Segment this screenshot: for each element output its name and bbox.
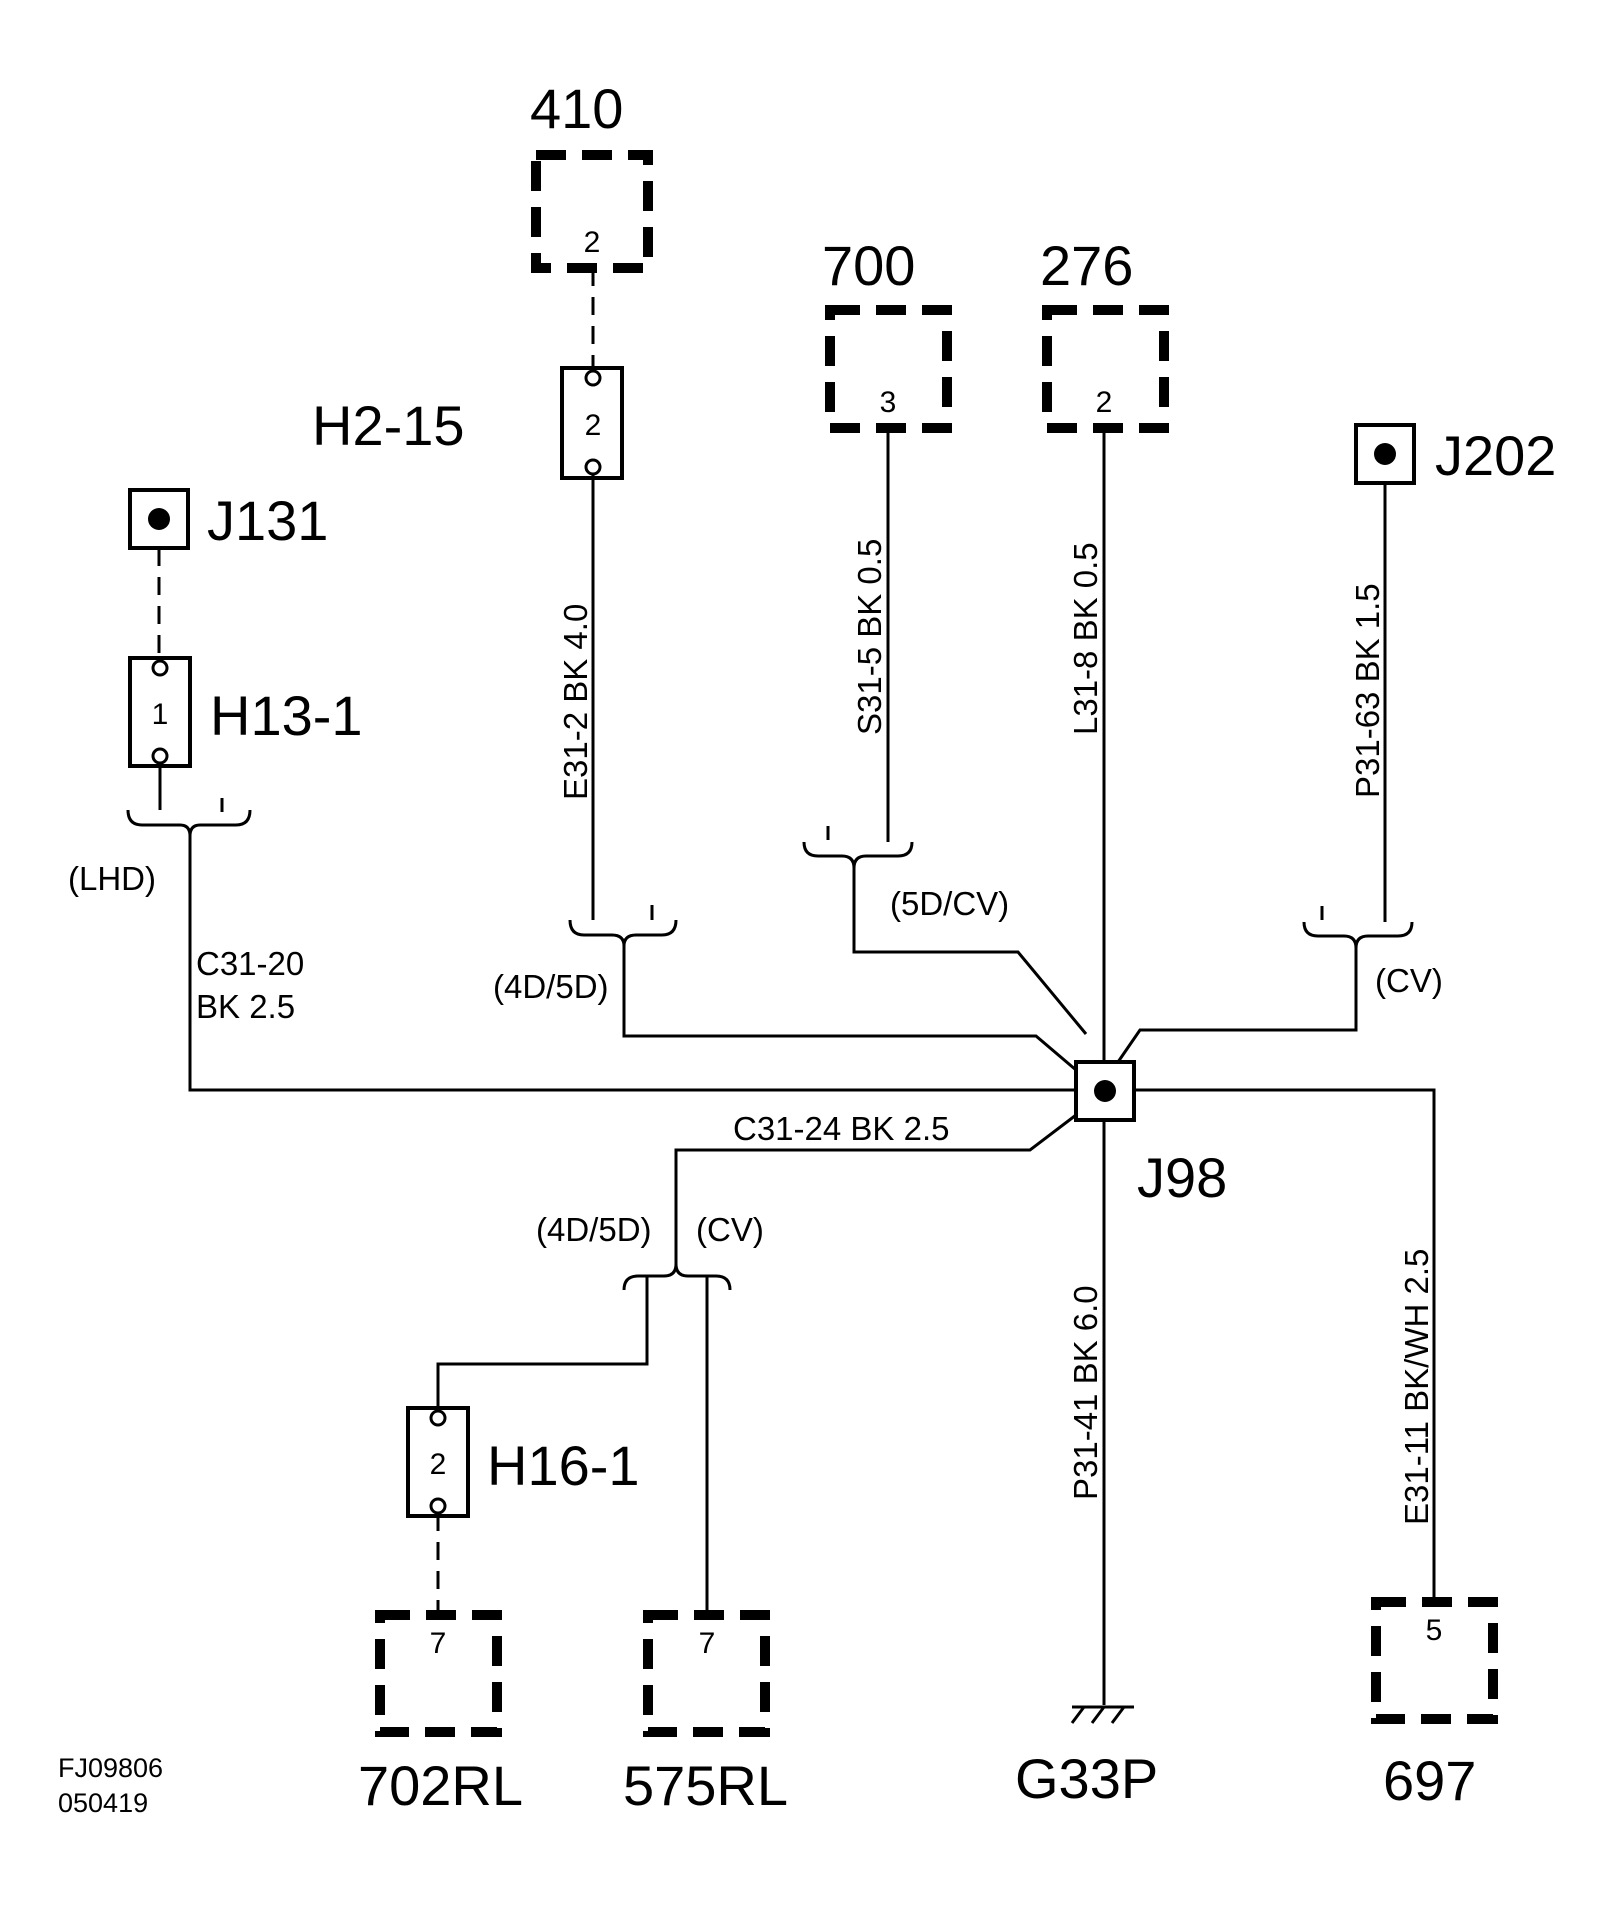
diagram-date: 050419 [58, 1788, 148, 1818]
wire-label-e31-11: E31-11 BK/WH 2.5 [1398, 1249, 1435, 1525]
component-575rl-pin: 7 [699, 1627, 716, 1660]
component-702rl: 7 702RL [358, 1610, 523, 1817]
component-276-label: 276 [1040, 234, 1133, 297]
option-brace-4d5d-top [568, 919, 678, 947]
splice-j131-label: J131 [207, 489, 328, 552]
component-410-label: 410 [530, 77, 623, 140]
option-label-lhd: (LHD) [68, 860, 156, 897]
component-697-pin: 5 [1426, 1614, 1443, 1647]
component-700-pin: 3 [880, 386, 897, 419]
connector-h13-1: 1 H13-1 [128, 656, 363, 768]
splice-j98-label: J98 [1137, 1146, 1227, 1209]
wire-label-c31-20-a: C31-20 [196, 945, 304, 982]
wire-label-e31-2: E31-2 BK 4.0 [557, 604, 594, 800]
connector-h16-1: 2 H16-1 [406, 1406, 640, 1518]
wire-label-s31-5: S31-5 BK 0.5 [851, 539, 888, 735]
option-label-4d5d-top: (4D/5D) [493, 968, 609, 1005]
option-label-4d5d-bottom: (4D/5D) [536, 1211, 652, 1248]
connector-h16-1-label: H16-1 [487, 1434, 640, 1497]
diagram-code: FJ09806 [58, 1753, 163, 1783]
component-276-pin: 2 [1096, 386, 1113, 419]
wire-label-p31-41: P31-41 BK 6.0 [1067, 1285, 1104, 1500]
connector-h13-1-pin: 1 [152, 698, 169, 731]
component-700: 700 3 [822, 234, 952, 433]
connector-h2-15-label: H2-15 [312, 394, 465, 457]
ground-g33p: G33P [1015, 1705, 1158, 1810]
component-700-label: 700 [822, 234, 915, 297]
component-575rl-label: 575RL [623, 1754, 788, 1817]
component-697-label: 697 [1383, 1749, 1476, 1812]
ground-g33p-label: G33P [1015, 1747, 1158, 1810]
wire-label-c31-20-b: BK 2.5 [196, 988, 295, 1025]
component-702rl-label: 702RL [358, 1754, 523, 1817]
component-702rl-pin: 7 [430, 1627, 447, 1660]
wire-label-c31-24: C31-24 BK 2.5 [733, 1110, 949, 1147]
component-276: 276 2 [1040, 234, 1169, 433]
connector-h16-1-pin: 2 [430, 1448, 447, 1481]
connector-h13-1-label: H13-1 [210, 684, 363, 747]
wire-label-p31-63: P31-63 BK 1.5 [1349, 583, 1386, 798]
option-label-cv-right: (CV) [1375, 962, 1443, 999]
component-697: 5 697 [1371, 1597, 1498, 1812]
option-brace-cv-right [1302, 921, 1414, 949]
wire-label-l31-8: L31-8 BK 0.5 [1067, 542, 1104, 735]
option-label-cv-bottom: (CV) [696, 1211, 764, 1248]
splice-j202-label: J202 [1435, 424, 1556, 487]
splice-j202: J202 [1354, 423, 1556, 487]
splice-j98: J98 [1074, 1060, 1227, 1209]
option-brace-bottom [622, 1263, 732, 1291]
component-410: 410 2 [530, 77, 653, 273]
wire-e31-11 [1134, 1088, 1436, 1600]
option-brace-5dcv [802, 841, 914, 869]
connector-h2-15: H2-15 2 [312, 366, 624, 480]
splice-j131: J131 [128, 488, 328, 552]
option-brace-lhd [126, 809, 252, 837]
option-label-5dcv: (5D/CV) [890, 885, 1009, 922]
connector-h2-15-pin: 2 [585, 409, 602, 442]
wire-c31-24 [674, 1110, 1081, 1268]
component-575rl: 7 575RL [623, 1610, 788, 1817]
wire-c31-20 [188, 836, 1076, 1092]
component-410-pin: 2 [584, 226, 601, 259]
